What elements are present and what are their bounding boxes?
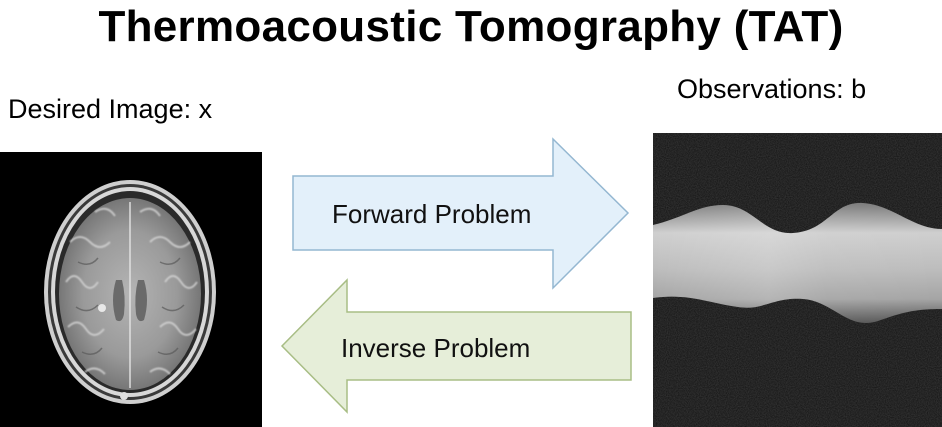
desired-image-label: Desired Image: x (8, 94, 213, 124)
diagram-title: Thermoacoustic Tomography (TAT) (98, 2, 844, 51)
desired-image-mri (0, 152, 262, 427)
forward-problem-label: Forward Problem (332, 199, 532, 229)
mri-brain-illustration (44, 180, 216, 404)
observations-sinogram (653, 133, 942, 427)
sinogram-illustration (653, 133, 942, 427)
inverse-problem-label: Inverse Problem (341, 333, 531, 363)
observations-label: Observations: b (677, 74, 867, 104)
